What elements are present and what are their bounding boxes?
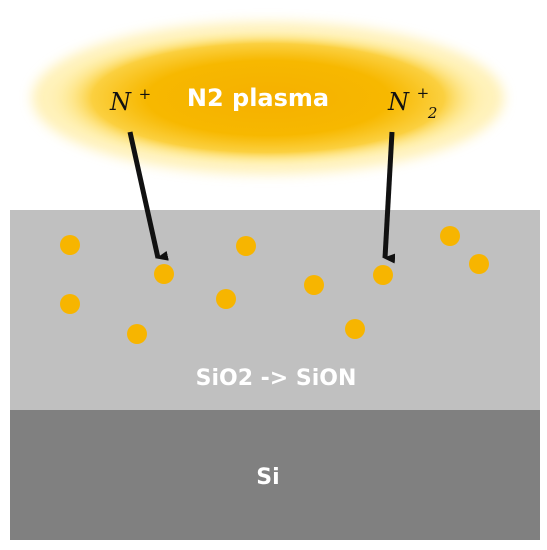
oxide-layer-label: SiO2 -> SiON [196,366,357,391]
n-ion-base: N [109,88,132,116]
plasma-cloud: N2 plasma [32,22,504,174]
nitrogen-dot [60,294,80,314]
n2-ion-label: N + 2 [387,76,437,122]
nitrogen-dot [154,264,174,284]
nitrogen-dots [60,226,489,344]
n2-ion-base: N [387,88,410,116]
nitrogen-dot [127,324,147,344]
nitrogen-dot [60,235,80,255]
substrate-label: Si [256,465,279,490]
nitrogen-dot [216,289,236,309]
nitrogen-dot [373,265,393,285]
n-ion-arrow [127,131,169,261]
nitrogen-dot [236,236,256,256]
nitrogen-dot [345,319,365,339]
n2-ion-superscript: + [417,84,430,102]
plasma-label: N2 plasma [187,84,329,112]
n2-ion-subscript: 2 [427,104,438,122]
plasma-core [48,30,488,166]
nitrogen-dot [304,275,324,295]
si-substrate [10,410,540,540]
n-ion-superscript: + [139,85,152,103]
n2-ion-arrow [382,131,396,264]
n-ion-label: N + [109,85,151,116]
nitrogen-dot [469,254,489,274]
nitrogen-dot [440,226,460,246]
